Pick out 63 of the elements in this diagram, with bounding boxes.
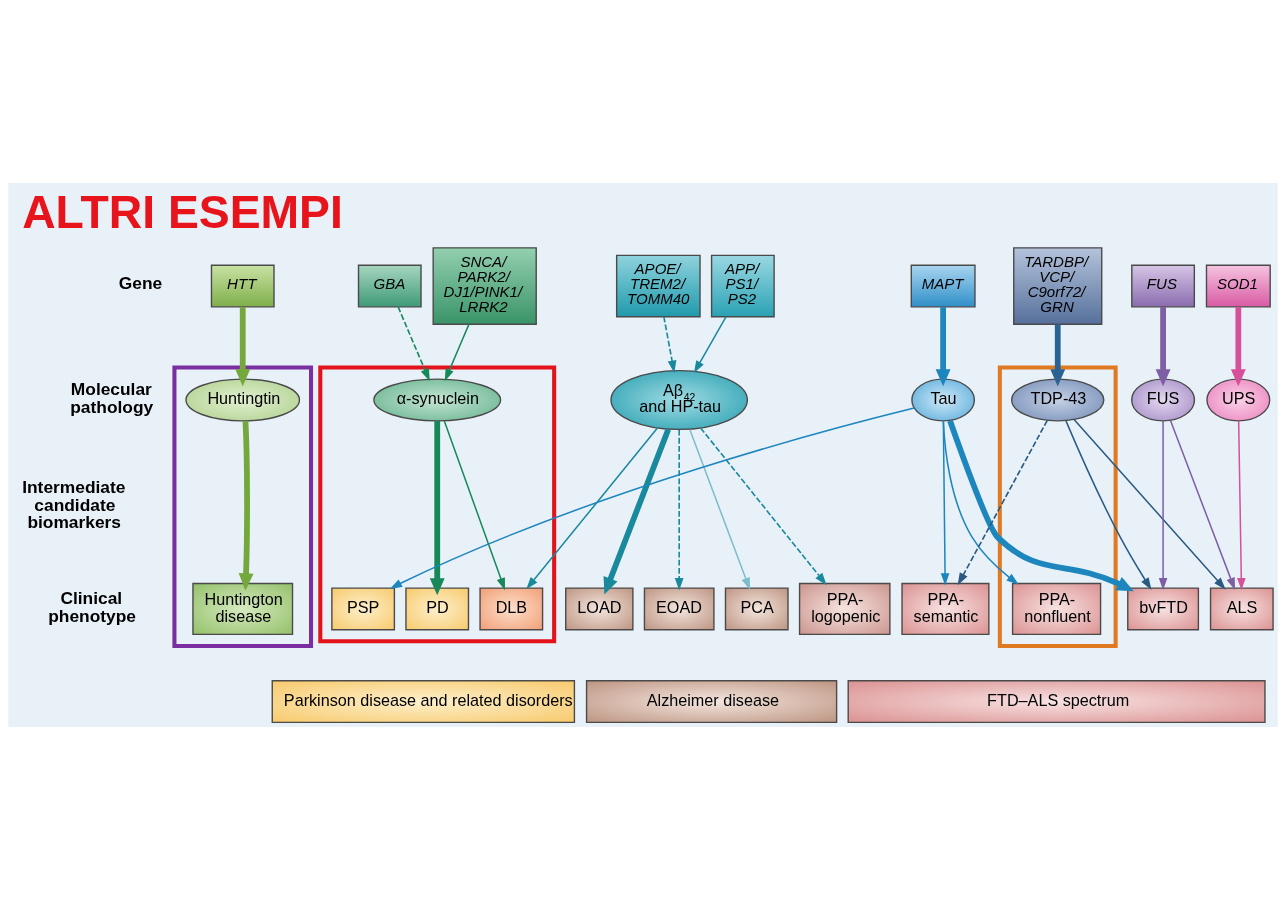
node-box: FUS — [1131, 264, 1196, 308]
arrow — [1065, 419, 1152, 590]
node-box: DLB — [479, 586, 544, 630]
arrow — [389, 406, 915, 589]
arrow — [957, 419, 1048, 585]
arrow — [947, 419, 1134, 591]
arrow — [663, 315, 677, 373]
arrow — [935, 306, 951, 386]
arrow — [1230, 306, 1246, 386]
node-box: bvFTD — [1127, 586, 1200, 630]
arrow — [429, 420, 445, 595]
node-box: Alzheimer disease — [585, 679, 838, 723]
arrow — [1073, 418, 1226, 590]
node-box: PPA- semantic — [901, 582, 990, 635]
arrow — [603, 427, 671, 595]
arrow — [674, 428, 684, 590]
arrow — [1158, 419, 1168, 590]
arrow — [942, 419, 1019, 585]
arrow — [443, 419, 505, 590]
node-box: Parkinson disease and related disorders — [271, 679, 576, 723]
arrow — [235, 306, 251, 386]
arrow — [526, 426, 658, 589]
node-box: PPA- logopenic — [798, 582, 891, 635]
arrow — [1050, 323, 1066, 386]
arrow — [444, 323, 470, 381]
arrow — [238, 420, 254, 590]
arrow — [940, 419, 950, 586]
node-box: PPA- nonfluent — [1011, 582, 1102, 635]
node-box: TARDBP/ VCP/ C9orf72/ GRN — [1013, 246, 1103, 325]
label: Clinical phenotype — [48, 587, 137, 626]
node-box: APOE/ TREM2/ TOMM40 — [615, 254, 701, 317]
arrow — [700, 426, 827, 585]
node-ellipse: FUS — [1131, 377, 1196, 422]
node-box: ALS — [1209, 586, 1274, 630]
node-ellipse: Huntingtin — [185, 377, 301, 422]
node-ellipse: TDP-43 — [1010, 377, 1105, 422]
label: Molecular pathology — [70, 378, 154, 417]
arrow — [397, 305, 430, 381]
node-box: SNCA/ PARK2/ DJ1/PINK1/ LRRK2 — [432, 246, 537, 325]
arrow — [1155, 306, 1171, 386]
node-box: Huntington disease — [192, 582, 294, 635]
node-ellipse: UPS — [1206, 377, 1271, 422]
node-ellipse: Aβ$_{42}$ and HP-tau — [610, 369, 749, 430]
node-box: APP/ PS1/ PS2 — [710, 254, 775, 317]
node-box: FTD–ALS spectrum — [847, 679, 1266, 723]
node-box: EOAD — [643, 586, 715, 630]
node-box: GBA — [357, 264, 422, 308]
node-box: PSP — [331, 586, 396, 630]
node-box: SOD1 — [1205, 264, 1271, 308]
arrow — [1169, 419, 1236, 590]
arrow — [689, 428, 751, 590]
node-ellipse: Tau — [911, 377, 976, 422]
node-box: HTT — [210, 264, 275, 308]
node-ellipse: α-synuclein — [373, 377, 502, 422]
label: Gene — [118, 272, 163, 293]
arrow — [693, 315, 727, 373]
node-box: MAPT — [910, 264, 976, 308]
node-box: PD — [405, 586, 470, 630]
diagram-title: ALTRI ESEMPI — [22, 185, 343, 238]
arrow — [1237, 419, 1246, 590]
node-box: LOAD — [565, 586, 634, 630]
label: Intermediate candidate biomarkers — [22, 476, 126, 532]
node-box: PCA — [724, 586, 789, 630]
